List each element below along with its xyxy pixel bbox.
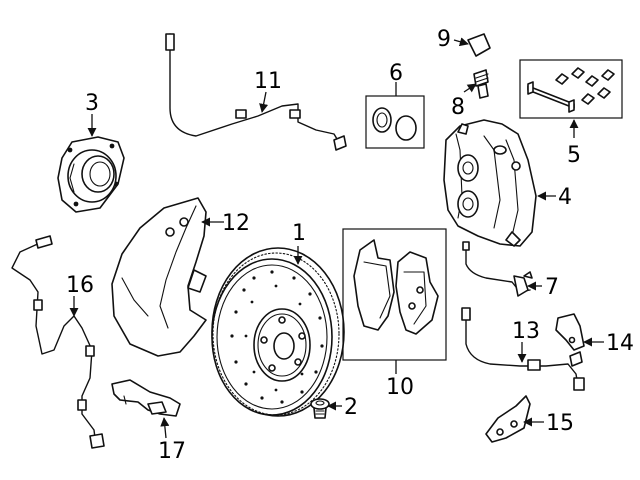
callout-9: 9	[437, 27, 451, 52]
bleeder-cap	[467, 33, 491, 57]
leader-lines	[69, 37, 604, 439]
callout-15: 15	[546, 411, 574, 436]
seal-kit	[365, 95, 425, 149]
callout-13: 13	[512, 319, 540, 344]
callout-17: 17	[158, 439, 186, 464]
callout-10: 10	[386, 375, 414, 400]
sensor-bracket	[555, 313, 585, 351]
wheel-hub	[57, 136, 125, 213]
hose-bracket	[485, 395, 531, 443]
abs-sensor-wire	[11, 235, 105, 449]
caliper-hardware-kit	[519, 59, 623, 119]
callout-16: 16	[66, 273, 94, 298]
rotor-screw	[310, 398, 330, 419]
callout-8: 8	[451, 95, 465, 120]
callout-labels: 1 2 3 4 5 6 7 8 9 10 11 12 13 14 15 16 1…	[66, 27, 634, 464]
wear-sensor-wire	[461, 307, 585, 391]
callout-1: 1	[292, 221, 306, 246]
brake-rotor	[211, 247, 345, 417]
rotor-lug-holes	[260, 316, 306, 372]
callout-5: 5	[567, 143, 581, 168]
callout-14: 14	[606, 331, 634, 356]
bleeder-valve	[473, 69, 489, 99]
callout-4: 4	[558, 185, 572, 210]
rotor-vent-holes	[230, 270, 324, 404]
callout-7: 7	[545, 275, 559, 300]
sensor-wire-upper	[165, 33, 347, 151]
callout-2: 2	[344, 395, 358, 420]
callout-6: 6	[389, 61, 403, 86]
callout-11: 11	[254, 69, 282, 94]
brake-pads	[342, 228, 447, 361]
brake-caliper	[443, 119, 537, 247]
callout-3: 3	[85, 91, 99, 116]
abs-sensor-bracket	[111, 379, 181, 417]
callout-12: 12	[222, 211, 250, 236]
dust-shield	[111, 197, 207, 357]
brake-hose	[462, 241, 533, 297]
